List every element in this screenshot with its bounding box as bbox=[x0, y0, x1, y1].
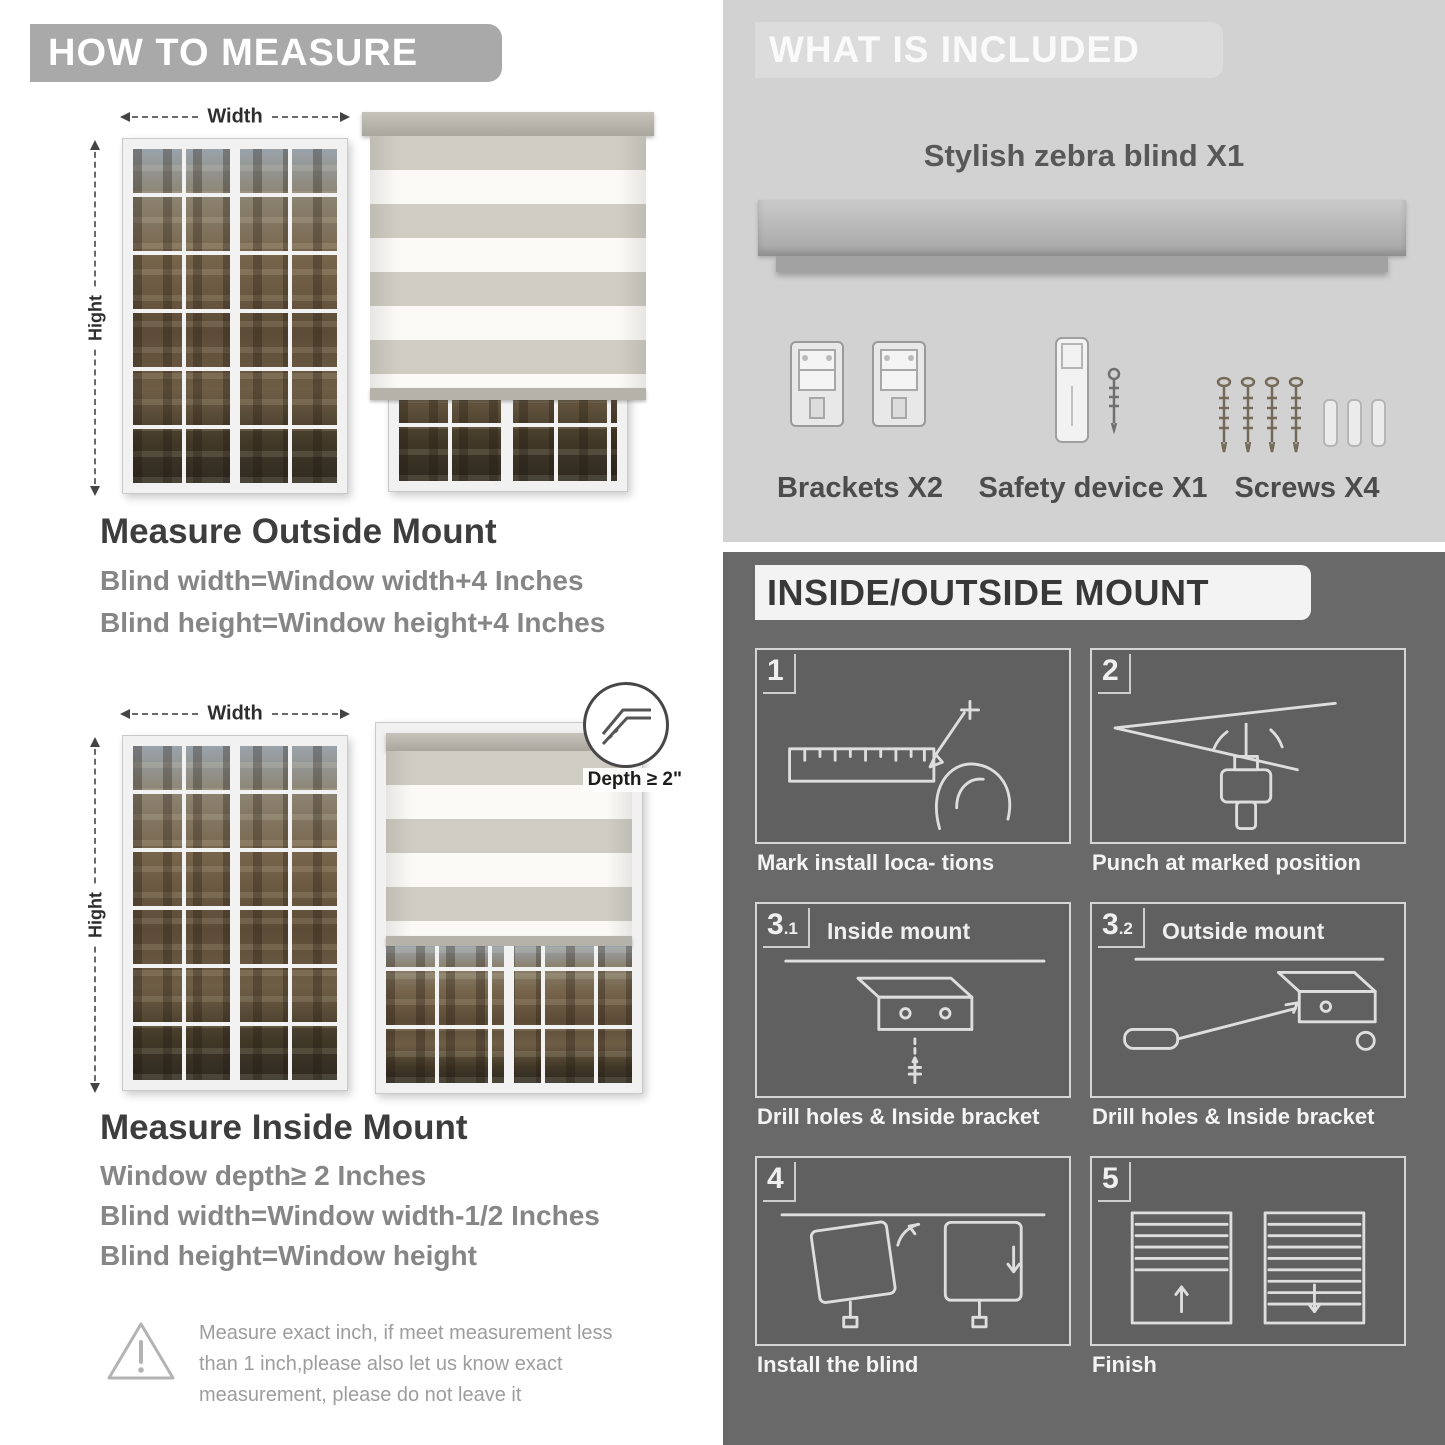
outside-mount-line-1: Blind width=Window width+4 Inches bbox=[100, 565, 584, 596]
inside-mount-line-3: Blind height=Window height bbox=[100, 1240, 477, 1271]
blind-headrail bbox=[362, 112, 654, 136]
step-number: 3.1 bbox=[763, 908, 810, 948]
step-panel-5: 5 bbox=[1090, 1156, 1406, 1346]
window-panes bbox=[133, 746, 337, 1080]
step-caption-3-2: Drill holes & Inside bracket bbox=[1092, 1104, 1375, 1129]
inside-mount-heading: Measure Inside Mount bbox=[100, 1108, 468, 1147]
outside-mount-line-2: Blind height=Window height+4 Inches bbox=[100, 607, 606, 638]
blind-headrail bbox=[386, 733, 632, 751]
step-panel-1: 1 bbox=[755, 648, 1071, 844]
step-label: Inside mount bbox=[827, 918, 971, 944]
depth-callout-label: Depth ≥ 2" bbox=[582, 768, 687, 792]
height-arrow: Hight bbox=[85, 737, 107, 1093]
step-caption-2: Punch at marked position bbox=[1092, 850, 1361, 875]
window-panes bbox=[133, 149, 337, 483]
step-caption-3-1: Drill holes & Inside bracket bbox=[757, 1104, 1040, 1129]
screws-icon bbox=[1212, 372, 1397, 477]
step-panel-3-1: 3.1 Inside mount bbox=[755, 902, 1071, 1098]
window-frame bbox=[122, 138, 348, 494]
depth-callout-circle bbox=[583, 682, 669, 768]
height-arrow-label: Hight bbox=[85, 886, 107, 944]
window-panes bbox=[386, 946, 632, 1083]
step-number: 4 bbox=[763, 1162, 796, 1202]
safety-device-label: Safety device X1 bbox=[978, 472, 1208, 504]
brackets-icon bbox=[785, 338, 931, 430]
step-caption-1: Mark install loca- tions bbox=[757, 850, 995, 875]
product-name: Stylish zebra blind X1 bbox=[923, 138, 1245, 173]
height-arrow-label: Hight bbox=[85, 289, 107, 347]
exclamation-triangle-icon bbox=[107, 1322, 175, 1380]
step-caption-5: Finish bbox=[1092, 1352, 1157, 1377]
drill-illustration bbox=[1113, 701, 1337, 831]
step-number: 5 bbox=[1098, 1162, 1131, 1202]
width-arrow: Width bbox=[120, 702, 350, 726]
brackets-label: Brackets X2 bbox=[776, 472, 944, 504]
blind-bottom-rail bbox=[370, 388, 646, 400]
install-blind-illustration bbox=[780, 1213, 1046, 1329]
step-panel-4: 4 bbox=[755, 1156, 1071, 1346]
safety-device-icon bbox=[1050, 334, 1140, 455]
headrail-bar bbox=[758, 200, 1406, 256]
window-frame bbox=[122, 735, 348, 1091]
how-to-measure-banner: HOW TO MEASURE bbox=[30, 24, 502, 82]
inside-bracket-illustration bbox=[784, 959, 1046, 1085]
outside-bracket-illustration bbox=[1123, 957, 1385, 1051]
outside-mount-heading: Measure Outside Mount bbox=[100, 512, 497, 551]
step-panel-3-2: 3.2 Outside mount bbox=[1090, 902, 1406, 1098]
zebra-blind-headrail-graphic bbox=[758, 200, 1406, 272]
window-inner bbox=[386, 733, 632, 1083]
headrail-lip bbox=[776, 256, 1388, 272]
blind-bottom-rail bbox=[386, 936, 632, 946]
inside-outside-mount-banner: INSIDE/OUTSIDE MOUNT bbox=[755, 565, 1311, 620]
inside-mount-line-1: Window depth≥ 2 Inches bbox=[100, 1160, 427, 1191]
inside-mount-line-2: Blind width=Window width-1/2 Inches bbox=[100, 1200, 600, 1231]
blind-fabric bbox=[370, 136, 646, 388]
outside-mount-blind-illustration bbox=[362, 112, 654, 497]
warning-note: Measure exact inch, if meet measurement … bbox=[105, 1318, 650, 1411]
screws-label: Screws X4 bbox=[1234, 472, 1380, 504]
step-number: 2 bbox=[1098, 654, 1131, 694]
step-number: 1 bbox=[763, 654, 796, 694]
step-caption-4: Install the blind bbox=[757, 1352, 919, 1377]
width-arrow: Width bbox=[120, 105, 350, 129]
finish-illustration bbox=[1130, 1211, 1366, 1325]
step-label: Outside mount bbox=[1162, 918, 1325, 944]
mark-location-illustration bbox=[788, 699, 1012, 831]
inside-mount-window-illustration: Width Hight bbox=[78, 695, 350, 1095]
inside-mount-blind-illustration: Depth ≥ 2" bbox=[375, 682, 687, 1094]
width-arrow-label: Width bbox=[199, 105, 271, 129]
step-panel-2: 2 bbox=[1090, 648, 1406, 844]
step-number: 3.2 bbox=[1098, 908, 1145, 948]
width-arrow-label: Width bbox=[199, 702, 271, 726]
what-is-included-banner: WHAT IS INCLUDED bbox=[755, 22, 1223, 78]
zebra-blind bbox=[362, 112, 654, 400]
warning-text: Measure exact inch, if meet measurement … bbox=[199, 1322, 613, 1406]
height-arrow: Hight bbox=[85, 140, 107, 496]
window-corner-icon bbox=[601, 708, 651, 746]
outside-mount-window-illustration: Width Hight bbox=[78, 98, 350, 498]
